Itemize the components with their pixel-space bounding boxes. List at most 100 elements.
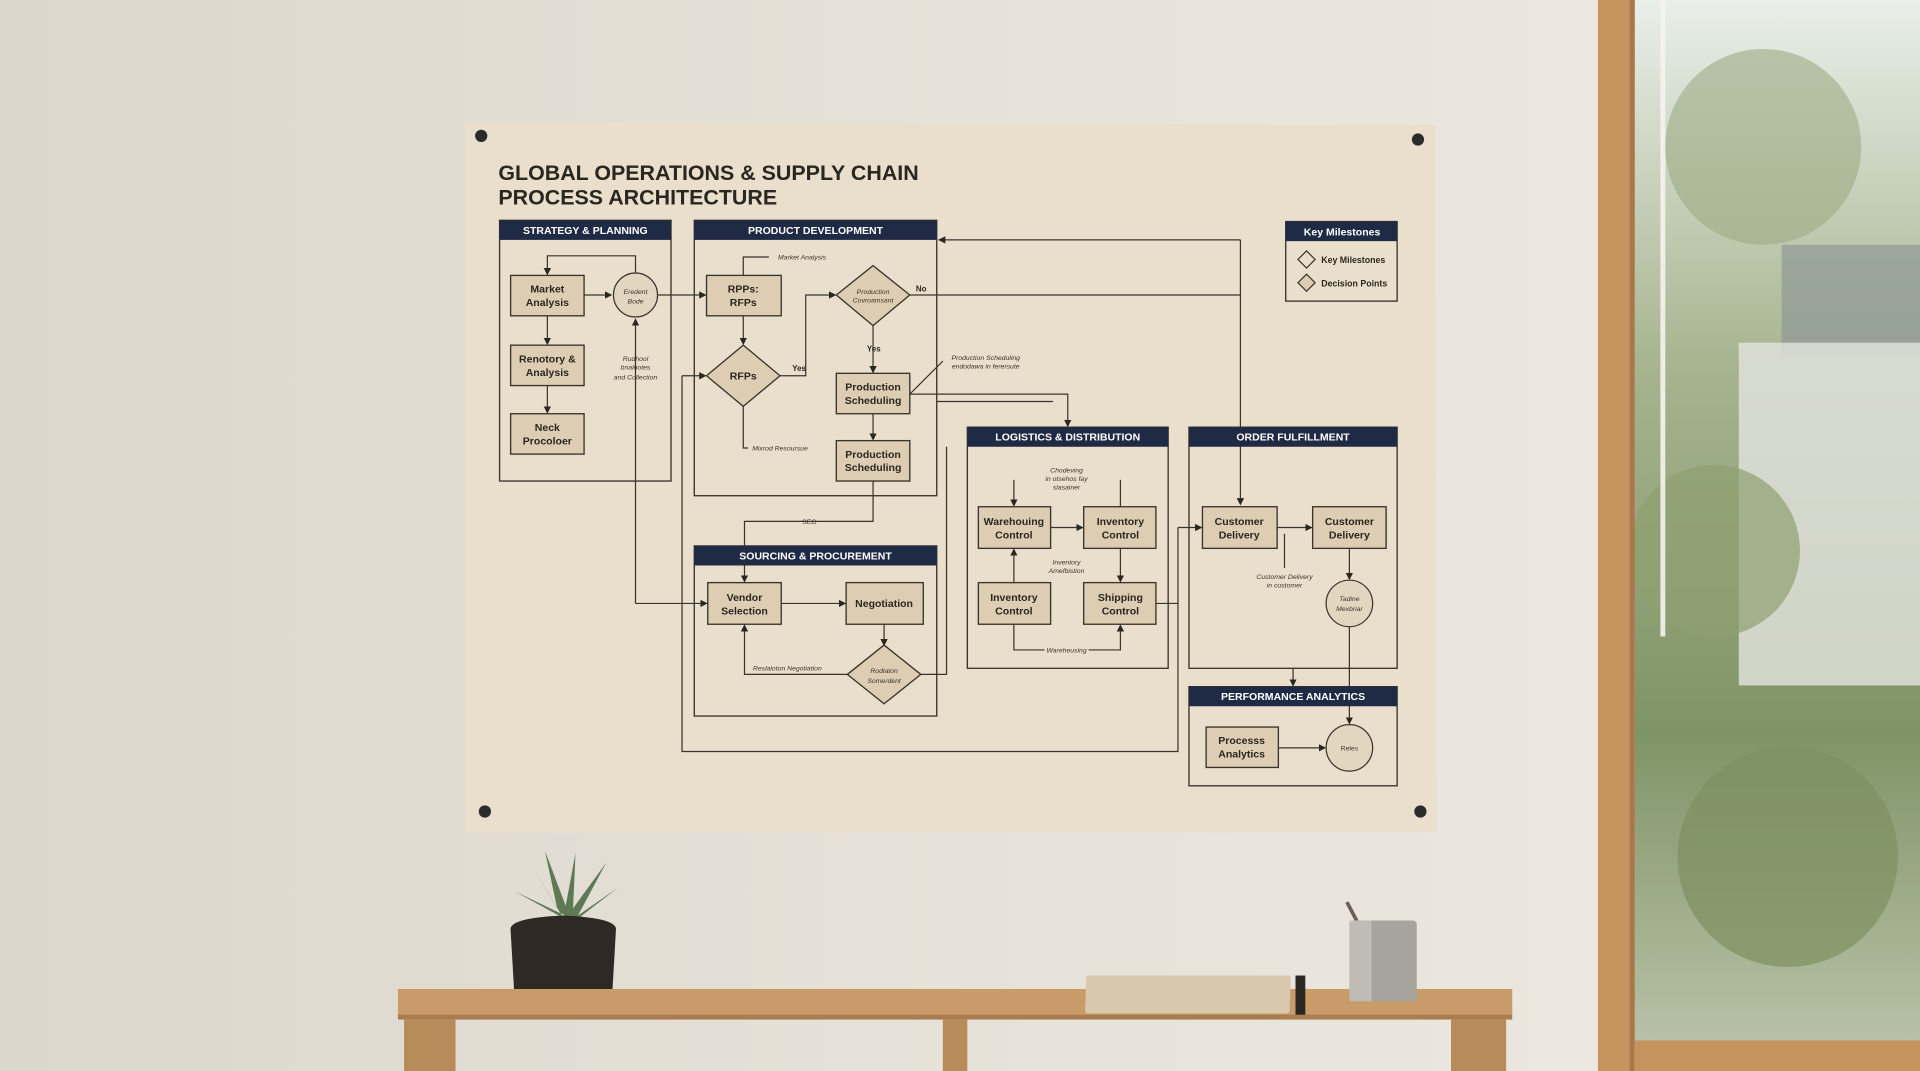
svg-text:PERFORMANCE ANALYTICS: PERFORMANCE ANALYTICS bbox=[1221, 691, 1365, 703]
svg-text:SEG: SEG bbox=[802, 519, 816, 526]
window-frame bbox=[1597, 0, 1635, 1071]
svg-text:STRATEGY & PLANNING: STRATEGY & PLANNING bbox=[523, 225, 648, 237]
svg-text:Renotory &: Renotory & bbox=[519, 353, 576, 365]
svg-text:Inventory: Inventory bbox=[1097, 516, 1144, 528]
svg-text:Selection: Selection bbox=[721, 605, 768, 617]
svg-text:Analysis: Analysis bbox=[526, 297, 569, 309]
svg-text:Production: Production bbox=[845, 381, 901, 393]
svg-text:Wareheusing: Wareheusing bbox=[1046, 647, 1086, 654]
svg-text:Analysis: Analysis bbox=[526, 367, 569, 379]
svg-text:Procoloer: Procoloer bbox=[523, 435, 572, 447]
connectors bbox=[543, 236, 1354, 753]
section-logistics-distribution: LOGISTICS & DISTRIBUTION Chodeving in ot… bbox=[966, 426, 1169, 669]
svg-text:Decision Points: Decision Points bbox=[1321, 278, 1387, 288]
svg-text:bnalnotes: bnalnotes bbox=[621, 365, 651, 372]
svg-text:Warehouing: Warehouing bbox=[984, 516, 1044, 528]
svg-text:Covroamsant: Covroamsant bbox=[853, 297, 895, 304]
section-sourcing-procurement: SEG SOURCING & PROCUREMENT VendorSelecti… bbox=[693, 519, 938, 717]
svg-text:Tadine: Tadine bbox=[1339, 596, 1359, 603]
svg-text:LOGISTICS & DISTRIBUTION: LOGISTICS & DISTRIBUTION bbox=[995, 432, 1140, 444]
window bbox=[1628, 0, 1920, 1047]
pin bbox=[1411, 133, 1425, 146]
plant bbox=[510, 850, 619, 1004]
diamond-icon bbox=[1297, 250, 1316, 269]
poster-title: GLOBAL OPERATIONS & SUPPLY CHAIN bbox=[498, 161, 918, 185]
svg-text:in otsehos fay: in otsehos fay bbox=[1045, 476, 1088, 483]
svg-text:Eredent: Eredent bbox=[624, 289, 649, 296]
pin bbox=[478, 805, 492, 818]
svg-text:Bode: Bode bbox=[628, 299, 644, 306]
svg-text:endodawa in ferersute: endodawa in ferersute bbox=[952, 363, 1020, 370]
svg-text:Mexbriar: Mexbriar bbox=[1336, 606, 1363, 613]
svg-text:in customer: in customer bbox=[1267, 583, 1303, 590]
svg-text:Production: Production bbox=[857, 289, 890, 296]
svg-text:Production Scheduling: Production Scheduling bbox=[951, 355, 1020, 362]
svg-text:Yes: Yes bbox=[792, 364, 806, 373]
svg-text:Customer: Customer bbox=[1325, 516, 1374, 528]
svg-text:Inventory: Inventory bbox=[1052, 559, 1081, 566]
svg-text:Control: Control bbox=[1102, 530, 1139, 542]
svg-text:Reslaloton Negotiation: Reslaloton Negotiation bbox=[753, 666, 822, 673]
svg-text:RFPs: RFPs bbox=[730, 370, 757, 382]
node-rpps-rfps: RPPs:RFPs bbox=[705, 274, 782, 317]
svg-text:Shipping: Shipping bbox=[1098, 592, 1143, 604]
svg-text:Mixrod Resoursue: Mixrod Resoursue bbox=[752, 445, 808, 452]
svg-text:ORDER FULFILLMENT: ORDER FULFILLMENT bbox=[1236, 432, 1350, 444]
svg-text:Scheduling: Scheduling bbox=[845, 395, 902, 407]
svg-text:Negotiation: Negotiation bbox=[855, 598, 913, 610]
svg-text:Market Analysis: Market Analysis bbox=[778, 254, 827, 261]
pin bbox=[1414, 805, 1427, 818]
svg-text:Production: Production bbox=[845, 449, 901, 461]
svg-text:SOURCING & PROCUREMENT: SOURCING & PROCUREMENT bbox=[739, 550, 892, 562]
diamond-icon bbox=[1297, 273, 1316, 293]
pin bbox=[475, 129, 488, 142]
svg-text:slasainer: slasainer bbox=[1053, 485, 1081, 492]
legend: Key Milestones Key Milestones Decision P… bbox=[1285, 220, 1398, 302]
svg-text:Neck: Neck bbox=[535, 422, 560, 434]
svg-text:RPPs:: RPPs: bbox=[728, 284, 759, 296]
node-renotory-analysis: Renotory & Analysis bbox=[509, 344, 585, 387]
svg-text:Somerdent: Somerdent bbox=[867, 678, 902, 685]
svg-text:Processs: Processs bbox=[1218, 735, 1265, 747]
svg-text:Analytics: Analytics bbox=[1218, 749, 1265, 761]
pen-holder bbox=[1345, 901, 1417, 1002]
svg-text:Amefbistion: Amefbistion bbox=[1048, 568, 1085, 575]
notebook bbox=[1085, 975, 1306, 1015]
shelf bbox=[397, 988, 1513, 1071]
svg-text:Customer: Customer bbox=[1215, 516, 1264, 528]
section-product-development: PRODUCT DEVELOPMENT Market Analysis RPPs… bbox=[693, 219, 1020, 497]
svg-text:Delivery: Delivery bbox=[1219, 530, 1260, 542]
svg-text:PRODUCT DEVELOPMENT: PRODUCT DEVELOPMENT bbox=[748, 225, 884, 237]
svg-text:Customer Delivery: Customer Delivery bbox=[1256, 574, 1313, 581]
svg-text:Key Milestones: Key Milestones bbox=[1321, 255, 1385, 265]
decision-rfps: RFPs bbox=[705, 344, 782, 408]
svg-text:Inventory: Inventory bbox=[990, 592, 1037, 604]
node-circle-reles: Reles bbox=[1325, 723, 1374, 772]
svg-text:Delivery: Delivery bbox=[1329, 530, 1370, 542]
svg-text:Control: Control bbox=[995, 530, 1032, 542]
svg-text:Rodlaton: Rodlaton bbox=[870, 668, 898, 675]
svg-text:Scheduling: Scheduling bbox=[845, 462, 902, 474]
svg-text:and Collection: and Collection bbox=[614, 374, 658, 381]
poster-title: PROCESS ARCHITECTURE bbox=[498, 185, 777, 209]
svg-text:Control: Control bbox=[995, 605, 1032, 617]
svg-text:No: No bbox=[916, 284, 927, 293]
section-performance-analytics: PERFORMANCE ANALYTICS ProcesssAnalytics … bbox=[1188, 685, 1398, 787]
